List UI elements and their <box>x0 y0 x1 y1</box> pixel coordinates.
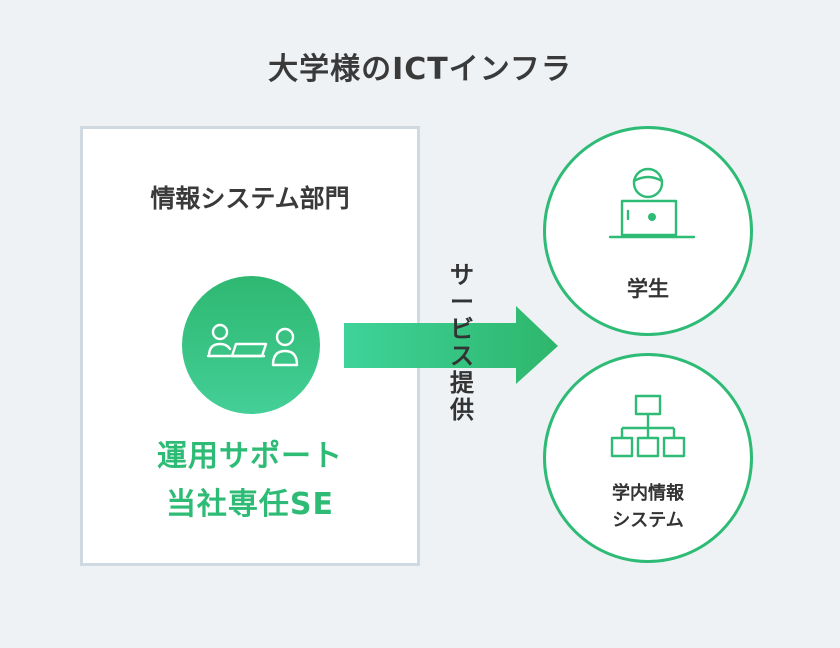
service-label-char: 供 <box>450 396 474 424</box>
support-team-circle <box>182 276 320 414</box>
service-label-char: ー <box>450 288 474 316</box>
campus-system-label: 学内情報 システム <box>546 480 750 534</box>
service-label-char: サ <box>450 261 474 289</box>
campus-system-label-line2: システム <box>612 510 684 531</box>
service-label-char: 提 <box>450 369 474 397</box>
service-label-char: ビ <box>450 315 474 343</box>
campus-system-circle: 学内情報 システム <box>543 353 753 563</box>
support-label-line1: 運用サポート <box>157 439 343 474</box>
service-label-char: ス <box>450 342 474 370</box>
service-provision-label: サ ー ビ ス 提 供 <box>444 262 480 424</box>
service-arrow <box>344 306 558 384</box>
support-staff-icon <box>206 323 299 367</box>
campus-system-label-line1: 学内情報 <box>612 483 684 504</box>
diagram-title: 大学様のICTインフラ <box>268 52 572 87</box>
student-label: 学生 <box>627 277 669 301</box>
org-chart-icon <box>610 394 686 458</box>
student-circle: 学生 <box>543 126 753 336</box>
support-label-line2: 当社専任SE <box>165 487 335 522</box>
student-laptop-icon <box>608 167 696 239</box>
department-title: 情報システム部門 <box>150 184 350 213</box>
